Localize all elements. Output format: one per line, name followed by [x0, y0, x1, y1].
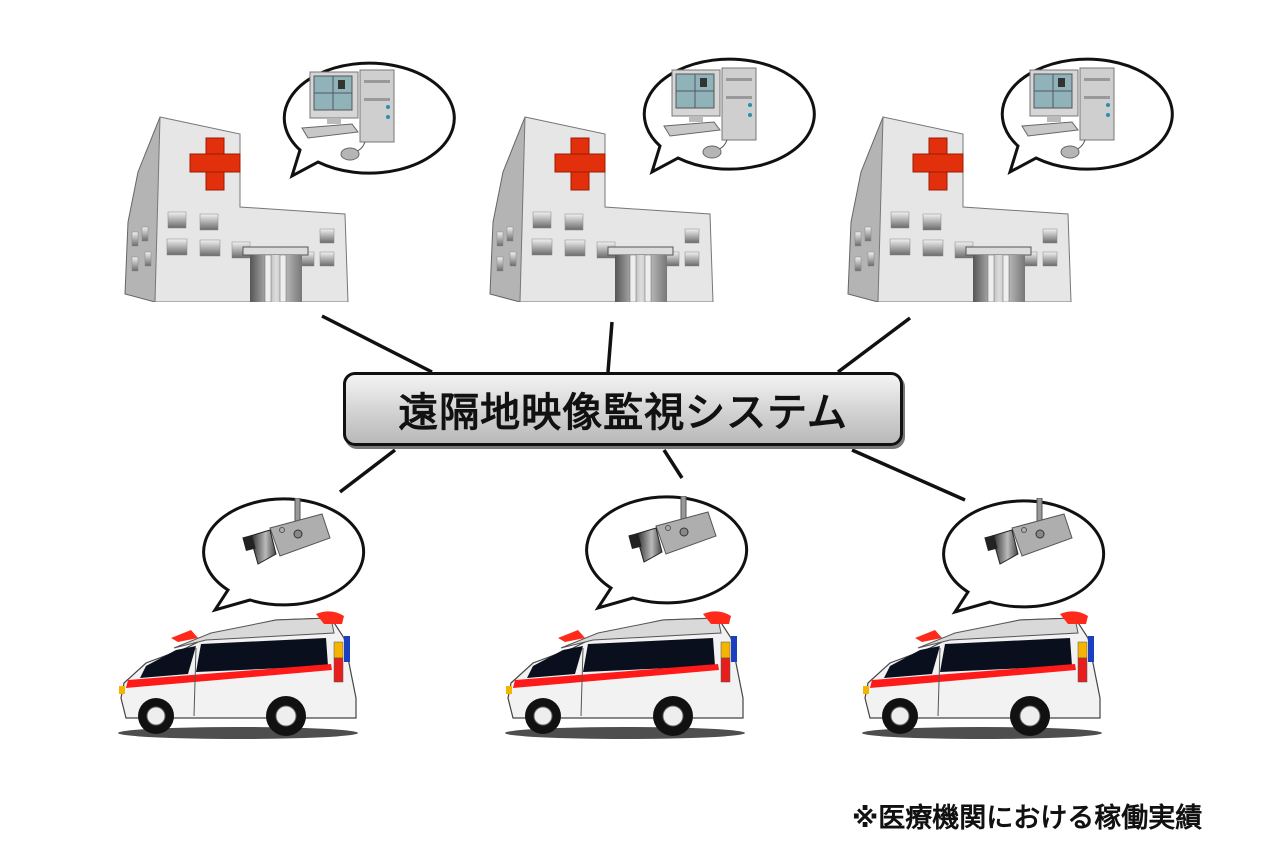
connector-lines — [321, 314, 966, 502]
hospital-node — [848, 57, 1174, 302]
connector-line — [606, 321, 614, 373]
connector-line — [836, 316, 912, 374]
ambulance-node — [118, 497, 366, 739]
connector-line — [321, 314, 433, 374]
connector-line — [851, 448, 966, 502]
ambulance-node — [505, 495, 749, 739]
speech-bubble — [942, 499, 1106, 615]
system-title: 遠隔地映像監視システム — [398, 390, 848, 436]
system-title-box: 遠隔地映像監視システム — [343, 372, 903, 446]
ambulance-icon — [862, 611, 1102, 739]
connector-line — [338, 448, 397, 494]
connector-line — [662, 449, 684, 479]
ambulance-icon — [118, 611, 358, 739]
ambulance-icon — [505, 611, 745, 739]
footnote: ※医療機関における稼働実績 — [852, 803, 1203, 834]
ambulance-node — [862, 498, 1106, 739]
hospital-node — [125, 61, 456, 302]
hospital-node — [490, 57, 816, 302]
